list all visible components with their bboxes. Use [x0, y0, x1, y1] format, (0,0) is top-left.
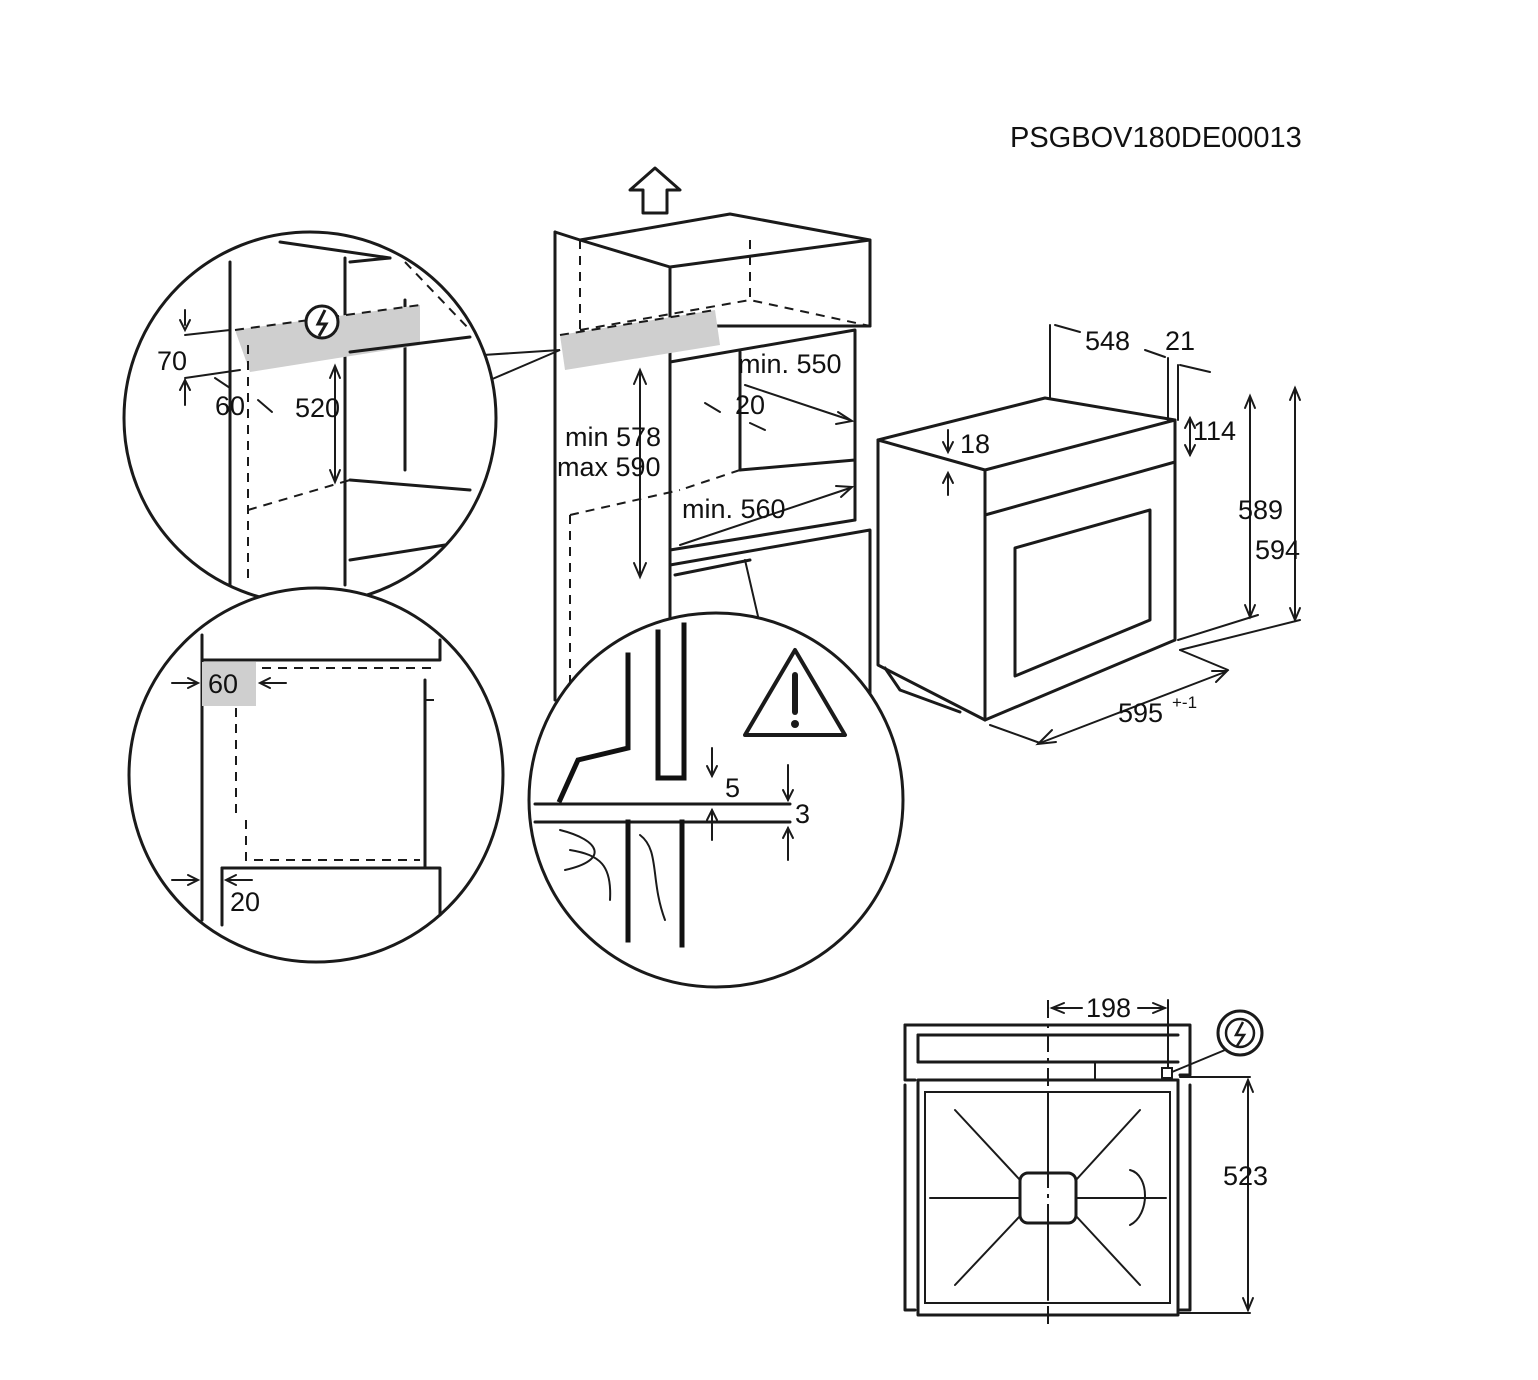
oven-height-body: 589	[1238, 495, 1283, 525]
detail-top-520: 520	[295, 393, 340, 423]
cabinet-max-height: max 590	[557, 452, 661, 482]
oven-drawing: 548 21 18 114 589 594 595 +-1	[876, 324, 1301, 746]
detail-bottom-3: 3	[795, 799, 810, 829]
up-arrow-icon	[628, 166, 682, 215]
document-code: PSGBOV180DE00013	[1010, 122, 1302, 154]
detail-top-70: 70	[157, 346, 187, 376]
detail-bottom-5: 5	[725, 773, 740, 803]
oven-front: 21	[1165, 326, 1195, 356]
detail-left-60: 60	[208, 669, 238, 699]
warning-triangle-icon	[743, 648, 847, 737]
oven-height-total: 594	[1255, 535, 1300, 565]
oven-top: 18	[960, 429, 990, 459]
oven-width-tolerance: +-1	[1172, 693, 1197, 712]
cabinet-drawing: min. 550 min 578 max 590 min. 560 20	[482, 166, 872, 702]
detail-top-60: 60	[215, 391, 245, 421]
oven-depth: 548	[1085, 326, 1130, 356]
electrical-connection-icon	[1216, 1009, 1264, 1057]
detail-bottom-circle: 5 3	[527, 611, 905, 989]
cabinet-min-width: min. 550	[738, 349, 842, 379]
electrical-connection-icon	[304, 304, 340, 340]
cabinet-min-height: min 578	[565, 422, 661, 452]
plan-depth: 523	[1223, 1161, 1268, 1191]
oven-panel: 114	[1193, 416, 1236, 446]
cabinet-top-gap: 20	[735, 390, 765, 420]
plan-offset: 198	[1086, 993, 1131, 1023]
cabinet-min-depth: min. 560	[682, 494, 786, 524]
detail-left-circle: 60 20	[127, 586, 505, 964]
oven-width: 595	[1118, 698, 1163, 728]
plan-view: 198 523	[903, 993, 1268, 1325]
detail-left-20: 20	[230, 887, 260, 917]
detail-top-circle: 70 60 520	[122, 230, 498, 606]
